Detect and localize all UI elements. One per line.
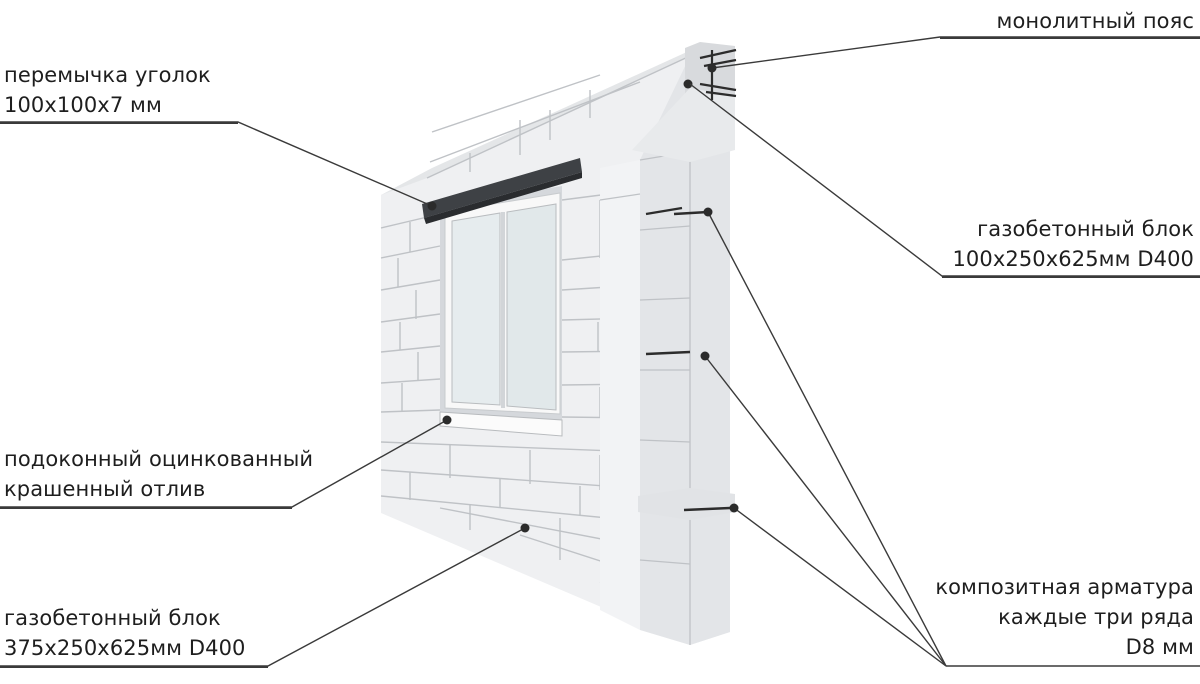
lower-ledge [638, 488, 735, 520]
dot-belt [707, 63, 717, 73]
joint-rebar [645, 206, 731, 512]
leader-rebar-1 [707, 211, 947, 667]
leader-belt [711, 36, 1200, 69]
underline-wall-block [0, 666, 268, 668]
underline-sill [0, 507, 292, 509]
label-lintel-line-2: 100x100x7 мм [4, 93, 162, 117]
belt-rebar [699, 48, 737, 100]
label-sill-line-2: крашенный отлив [4, 477, 206, 501]
leader-dots [427, 63, 739, 533]
leader-rebar-2 [704, 355, 947, 667]
label-wall-block-line-2: 375x250x625мм D400 [4, 636, 246, 660]
label-wall-block-line-1: газобетонный блок [4, 606, 221, 630]
dot-rebar-3 [729, 503, 739, 513]
label-sill: подоконный оцинкованный крашенный отлив [4, 444, 313, 504]
upper-ledge [632, 88, 735, 162]
partition-column-face [600, 160, 640, 630]
dot-wall-block [520, 523, 530, 533]
underline-lintel [0, 122, 238, 124]
label-partition-block-line-2: 100x250x625мм D400 [952, 247, 1194, 271]
label-rebar-line-1: композитная арматура [935, 575, 1194, 599]
label-monolithic-belt-text: монолитный пояс [996, 9, 1194, 33]
label-lintel-line-1: перемычка уголок [4, 63, 211, 87]
dot-rebar-1 [703, 207, 713, 217]
window-sill [439, 411, 563, 437]
leader-rebar-3 [733, 507, 947, 667]
lintel-angle-flange [424, 172, 582, 224]
belt-marker [683, 79, 693, 89]
underline-belt [940, 37, 1200, 39]
leader-lintel [0, 121, 433, 207]
label-rebar-line-2: каждые три ряда [998, 605, 1194, 629]
label-wall-block: газобетонный блок 375x250x625мм D400 [4, 603, 246, 663]
label-rebar-line-3: D8 мм [1125, 635, 1194, 659]
window-glass-left [451, 212, 501, 406]
lintel-angle [422, 158, 582, 218]
dot-sill [442, 415, 452, 425]
label-partition-block-line-1: газобетонный блок [977, 217, 1194, 241]
window-glass-right [506, 203, 557, 411]
underline-partition-block [942, 276, 1200, 278]
label-sill-line-1: подоконный оцинкованный [4, 447, 314, 471]
dot-rebar-2 [700, 351, 710, 361]
label-partition-block: газобетонный блок 100x250x625мм D400 [952, 214, 1194, 274]
dot-lintel [427, 201, 437, 211]
label-monolithic-belt: монолитный пояс [997, 6, 1194, 36]
label-lintel: перемычка уголок 100x100x7 мм [4, 60, 211, 120]
label-rebar: композитная арматура каждые три ряда D8 … [935, 572, 1194, 662]
